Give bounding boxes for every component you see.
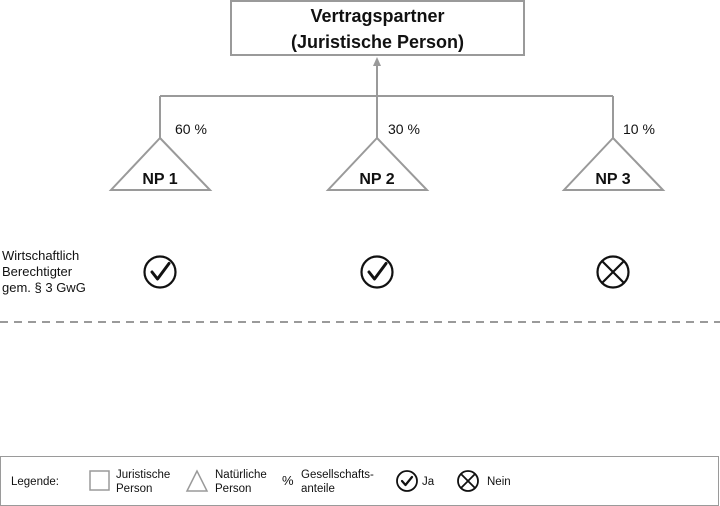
legend-yes: Ja — [422, 476, 435, 488]
check-circle-icon — [143, 255, 177, 289]
legend-juristic: Juristische Person — [116, 468, 170, 496]
legend-juristic-line2: Person — [116, 483, 153, 495]
person-np1: NP 1 60 % — [108, 121, 213, 191]
beneficial-owner-line2: Berechtigter — [2, 264, 73, 279]
ownership-diagram: Vertragspartner (Juristische Person) NP … — [0, 0, 720, 323]
root-box — [230, 0, 525, 56]
person-label: NP 3 — [595, 171, 630, 188]
share-np1: 60 % — [175, 121, 207, 137]
legend-box: Legende: Juristische Person Natürliche P… — [0, 456, 719, 506]
legend-natural: Natürliche Person — [215, 468, 267, 496]
share-np2: 30 % — [388, 121, 420, 137]
check-circle-icon — [396, 470, 418, 492]
person-np3: NP 3 10 % — [561, 121, 666, 191]
triangle-np1 — [108, 136, 213, 191]
legend-shares: Gesellschafts- anteile — [301, 468, 374, 496]
check-circle-icon — [360, 255, 394, 289]
beneficial-owner-line1: Wirtschaftlich — [2, 248, 80, 263]
person-label: NP 1 — [142, 171, 177, 188]
legend-shares-line1: Gesellschafts- — [301, 469, 374, 481]
triangle-icon — [185, 469, 209, 492]
triangle-np2 — [325, 136, 430, 191]
x-circle-icon — [596, 255, 630, 289]
beneficial-owner-line3: gem. § 3 GwG — [2, 280, 86, 295]
legend-no: Nein — [487, 476, 511, 488]
root-title-line1: Vertragspartner — [310, 6, 444, 26]
share-np3: 10 % — [623, 121, 655, 137]
square-icon — [89, 470, 110, 491]
person-label: NP 2 — [359, 171, 394, 188]
percent-icon: % — [282, 473, 294, 488]
beneficial-owner-label: Wirtschaftlich Berechtigter gem. § 3 GwG — [2, 248, 122, 296]
legend-title: Legende: — [11, 476, 59, 488]
x-circle-icon — [457, 470, 479, 492]
connector-lines — [159, 66, 614, 138]
person-np2: NP 2 30 % — [325, 121, 430, 191]
legend-juristic-line1: Juristische — [116, 469, 171, 481]
arrowhead-up — [373, 57, 381, 66]
triangle-np3 — [561, 136, 666, 191]
legend-shares-line2: anteile — [301, 483, 335, 495]
root-title-line2: (Juristische Person) — [291, 32, 464, 52]
legend-natural-line1: Natürliche — [215, 469, 267, 481]
legend-natural-line2: Person — [215, 483, 252, 495]
